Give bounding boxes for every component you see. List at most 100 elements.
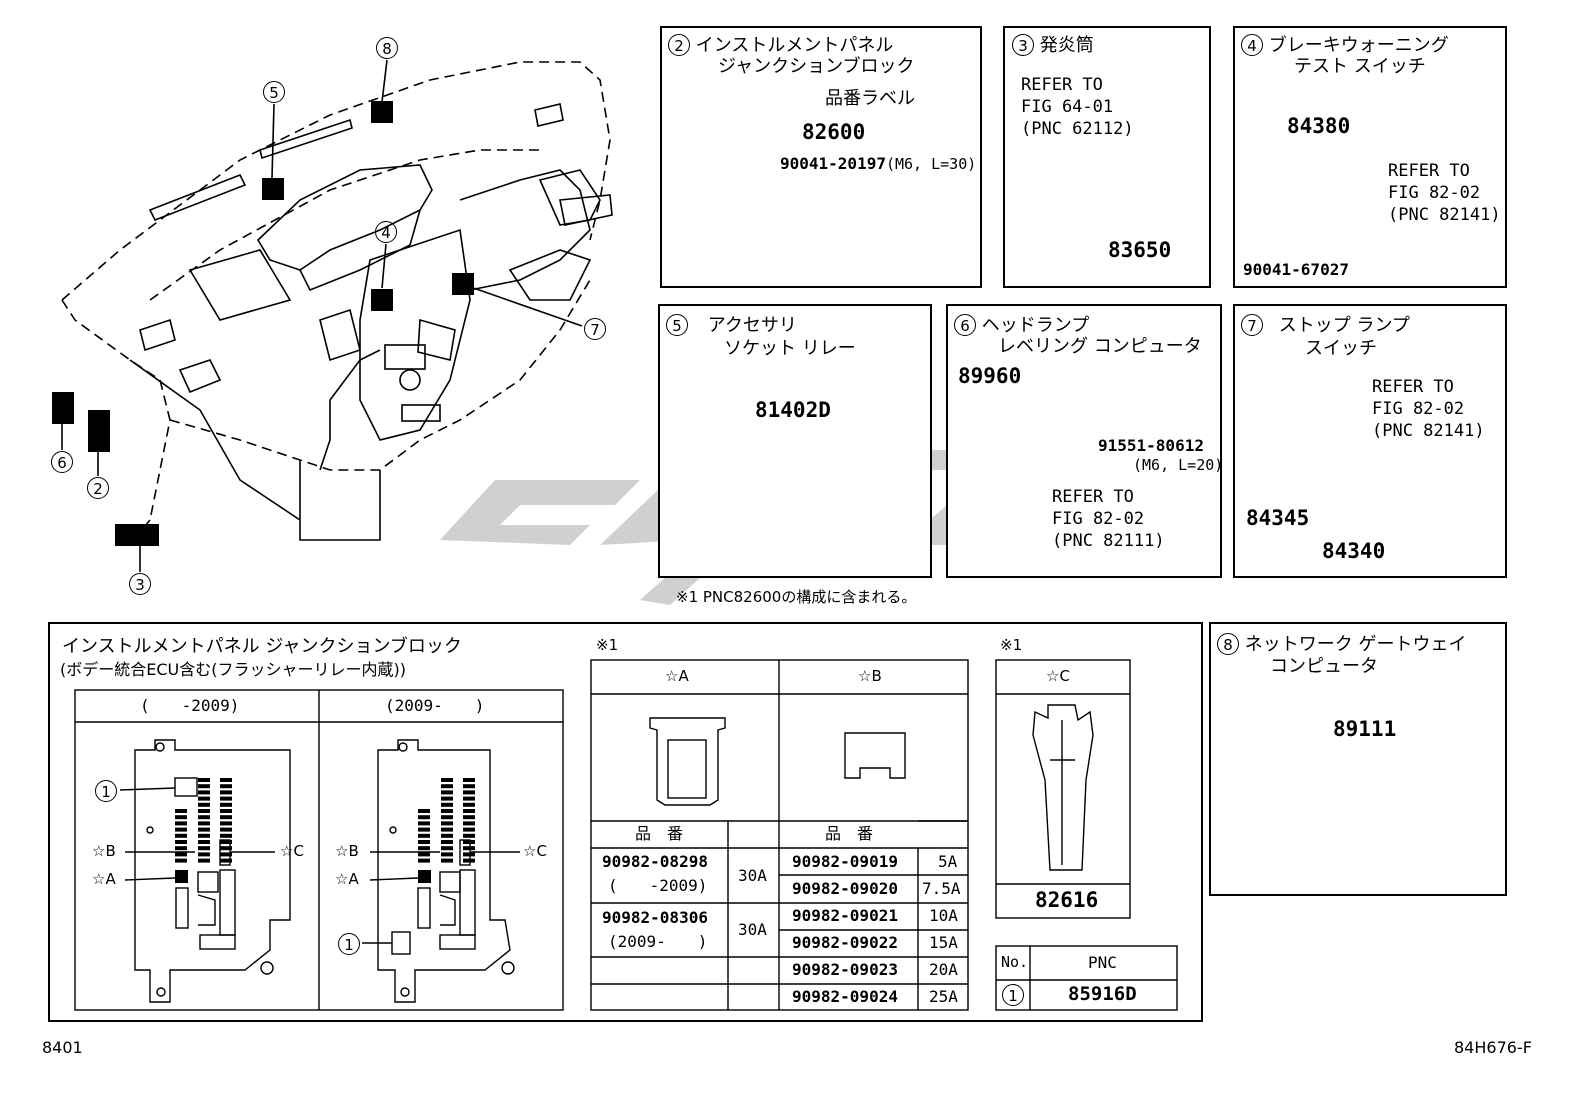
partno-header-b: 品 番 xyxy=(825,824,874,843)
fuse-slot xyxy=(220,840,232,844)
panel-3-refer: REFER TO FIG 64-01 (PNC 62112) xyxy=(1021,75,1134,139)
fuse-slot xyxy=(463,833,475,838)
callout-2: 2 xyxy=(87,477,109,499)
meter-hood xyxy=(256,164,433,271)
pnc-no-header: No. xyxy=(1001,953,1029,971)
fuse-slot xyxy=(175,852,187,857)
fuse-a-period-1: ( -2009) xyxy=(608,876,708,895)
fuse-slot xyxy=(418,815,430,820)
fuse-slot xyxy=(175,858,187,863)
fuse-b-pn-3: 90982-09021 xyxy=(792,906,898,925)
callout-8: 8 xyxy=(376,37,398,59)
fuse-slot xyxy=(418,852,430,857)
fuse-slot xyxy=(463,821,475,826)
fuse-a-period-2: (2009- ) xyxy=(608,932,708,951)
page-code: 8401 xyxy=(42,1038,83,1057)
fuse-slot xyxy=(463,852,475,857)
fuse-drawings xyxy=(649,704,1094,871)
fuse-slot xyxy=(220,784,232,789)
fuse-slot xyxy=(198,840,210,844)
panel-5-title: 5 アクセサリ xyxy=(666,314,797,336)
part-number-82600: 82600 xyxy=(802,120,866,144)
panel-accessory-relay xyxy=(658,304,932,578)
pnc-row-value: 85916D xyxy=(1068,983,1137,1005)
fuse-table-lines xyxy=(74,659,1178,1011)
figure-code: 84H676-F xyxy=(1454,1038,1532,1057)
fuse-b-amp-1: 5A xyxy=(938,852,958,871)
fuse-slot xyxy=(441,815,453,820)
fuse-slot xyxy=(220,827,232,832)
fuse-slot xyxy=(175,840,187,844)
panel-4-title: 4 ブレーキウォーニング xyxy=(1241,34,1449,56)
part-number-84380: 84380 xyxy=(1287,114,1351,138)
fuse-c-note: ※1 xyxy=(1000,636,1023,654)
col-until-2009: ( -2009) xyxy=(140,696,240,715)
fuse-slot xyxy=(198,852,210,857)
label-starA-left: ☆A xyxy=(92,870,116,888)
panel-junction-block xyxy=(660,26,982,288)
panel-3-title: 3 発炎筒 xyxy=(1012,34,1094,56)
fuse-a-pn-1: 90982-08298 xyxy=(602,852,708,871)
panel-flare xyxy=(1003,26,1211,288)
part-number-81402D: 81402D xyxy=(755,398,831,422)
fuse-slot xyxy=(418,821,430,826)
fuse-a-amp-2: 30A xyxy=(738,920,767,939)
fuse-slot xyxy=(463,840,475,844)
fuse-slot xyxy=(441,796,453,801)
fuse-b-header: ☆B xyxy=(858,667,882,685)
panel-gateway-computer xyxy=(1209,622,1507,896)
fuse-slot xyxy=(220,852,232,857)
fuse-a-amp-1: 30A xyxy=(738,866,767,885)
fuse-slot xyxy=(418,858,430,863)
fuse-slot xyxy=(463,858,475,863)
panel-8-title: 8 ネットワーク ゲートウェイ xyxy=(1217,633,1466,655)
fuse-slot xyxy=(198,796,210,801)
bolt-spec: (M6, L=20) xyxy=(1133,456,1224,474)
part-number-84340: 84340 xyxy=(1322,539,1386,563)
panel-brake-warning-switch xyxy=(1233,26,1507,288)
fuse-slot xyxy=(198,784,210,789)
part-number-89960: 89960 xyxy=(958,364,1022,388)
fuse-slot xyxy=(441,840,453,844)
fuse-slot xyxy=(175,846,187,851)
fuse-slot xyxy=(198,858,210,863)
fuse-slot xyxy=(220,809,232,813)
fuse-b-amp-2: 7.5A xyxy=(922,879,961,898)
center-stack xyxy=(359,228,471,441)
fuse-slot xyxy=(463,784,475,789)
panel-stop-lamp-switch xyxy=(1233,304,1507,578)
fuse-slot xyxy=(441,833,453,838)
fuse-b-pn-4: 90982-09022 xyxy=(792,933,898,952)
part-number-84345: 84345 xyxy=(1246,506,1310,530)
panel-6-subtitle: レベリング コンピュータ xyxy=(998,336,1202,357)
fuse-slot xyxy=(463,827,475,832)
fuse-slot xyxy=(220,858,232,863)
fuse-slot xyxy=(418,846,430,851)
bolt-90041-67027: 90041-67027 xyxy=(1243,260,1349,279)
part-number-89111: 89111 xyxy=(1333,717,1397,741)
fuse-slot xyxy=(175,827,187,832)
label-starB-right: ☆B xyxy=(335,842,359,860)
fuse-slot xyxy=(175,815,187,820)
fuse-slot xyxy=(198,833,210,838)
panel-headlamp-leveling xyxy=(946,304,1222,578)
label-starB-left: ☆B xyxy=(92,842,116,860)
fuse-slot xyxy=(198,790,210,795)
label-starC-right: ☆C xyxy=(523,842,547,860)
callout-4: 4 xyxy=(375,221,397,243)
col-from-2009: (2009- ) xyxy=(385,696,485,715)
fuse-slot xyxy=(198,778,210,782)
fuse-slot xyxy=(198,846,210,851)
fuse-slot xyxy=(441,778,453,782)
label-1-right: 1 xyxy=(338,933,360,955)
fuse-slot xyxy=(463,790,475,795)
fuse-slot xyxy=(418,833,430,838)
fuse-b-amp-3: 10A xyxy=(929,906,958,925)
bolt-91551-80612: 91551-80612 xyxy=(1098,436,1204,455)
fuse-b-amp-5: 20A xyxy=(929,960,958,979)
fuse-slot xyxy=(441,827,453,832)
fuse-b-pn-2: 90982-09020 xyxy=(792,879,898,898)
fuse-ab-note: ※1 xyxy=(596,636,619,654)
part-number-83650: 83650 xyxy=(1108,238,1172,262)
